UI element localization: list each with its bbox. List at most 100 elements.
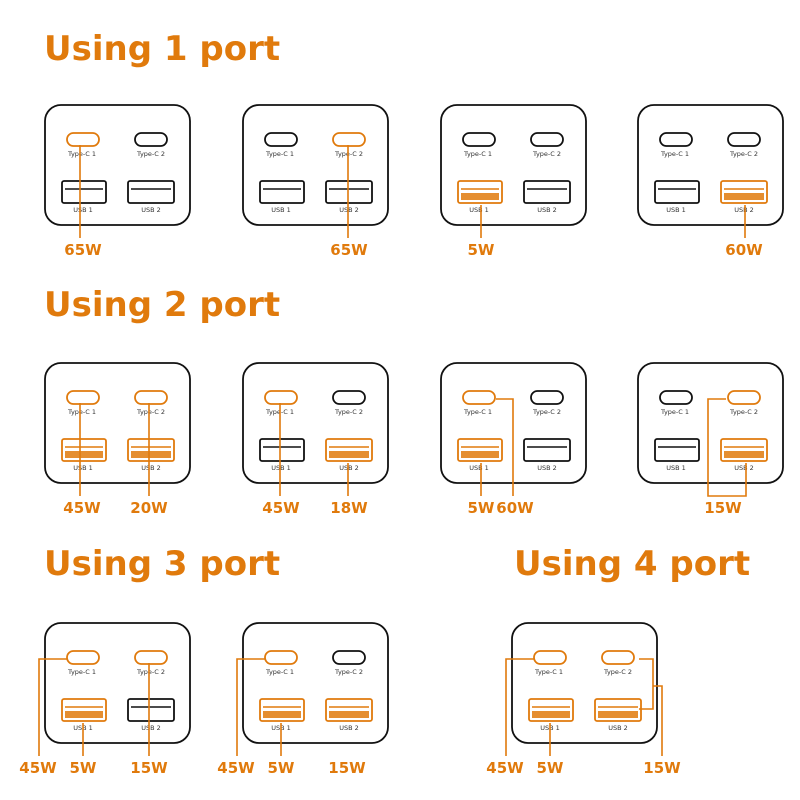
- usb-2-port-highlight: [329, 711, 369, 718]
- watt-label: 45W: [217, 759, 255, 777]
- watt-label: 45W: [486, 759, 524, 777]
- watt-label: 20W: [130, 499, 168, 517]
- type-c-2-label: Type-C 2: [532, 150, 561, 158]
- power-line: [236, 658, 265, 756]
- watt-label: 15W: [704, 499, 742, 517]
- usb-2-label: USB 2: [537, 464, 557, 472]
- power-line: [639, 658, 654, 710]
- watt-label: 45W: [19, 759, 57, 777]
- type-c-1-label: Type-C 1: [534, 668, 563, 676]
- type-c-1-port: [264, 132, 298, 147]
- usb-1-port-highlight: [65, 711, 103, 718]
- usb-2-label: USB 2: [339, 464, 359, 472]
- usb-1-port: [259, 180, 305, 204]
- watt-label: 60W: [496, 499, 534, 517]
- usb-2-label: USB 2: [608, 724, 628, 732]
- type-c-1-port: [462, 390, 496, 405]
- type-c-1-label: Type-C 1: [67, 668, 96, 676]
- watt-label: 15W: [328, 759, 366, 777]
- usb-1-label: USB 1: [469, 206, 489, 214]
- charger-body: [511, 622, 658, 744]
- type-c-2-port: [727, 132, 761, 147]
- type-c-1-port: [659, 132, 693, 147]
- type-c-2-label: Type-C 2: [136, 408, 165, 416]
- watt-label: 60W: [725, 241, 763, 259]
- usb-2-port: [523, 180, 571, 204]
- usb-1-port-highlight: [65, 451, 103, 458]
- watt-label: 15W: [130, 759, 168, 777]
- power-line: [653, 685, 663, 756]
- usb-1-port: [259, 438, 305, 462]
- type-c-1-label: Type-C 1: [67, 408, 96, 416]
- usb-2-port-highlight: [724, 193, 764, 200]
- type-c-2-label: Type-C 2: [334, 668, 363, 676]
- type-c-2-label: Type-C 2: [334, 408, 363, 416]
- usb-2-label: USB 2: [141, 464, 161, 472]
- type-c-2-port: [332, 650, 366, 665]
- usb-2-label: USB 2: [339, 724, 359, 732]
- power-line: [496, 398, 514, 496]
- type-c-2-port: [332, 132, 366, 147]
- usb-1-label: USB 1: [271, 464, 291, 472]
- usb-1-port-highlight: [263, 711, 301, 718]
- watt-label: 5W: [468, 241, 495, 259]
- type-c-2-port: [601, 650, 635, 665]
- type-c-1-port: [66, 132, 100, 147]
- type-c-1-label: Type-C 1: [265, 150, 294, 158]
- heading-one-port: Using 1 port: [44, 29, 281, 69]
- usb-2-label: USB 2: [734, 206, 754, 214]
- usb-1-label: USB 1: [666, 464, 686, 472]
- type-c-2-port: [134, 650, 168, 665]
- watt-label: 18W: [330, 499, 368, 517]
- charger-body: [44, 622, 191, 744]
- type-c-2-label: Type-C 2: [136, 150, 165, 158]
- usb-2-label: USB 2: [141, 724, 161, 732]
- usb-2-port-highlight: [724, 451, 764, 458]
- usb-1-label: USB 1: [666, 206, 686, 214]
- type-c-2-port: [727, 390, 761, 405]
- type-c-2-port: [134, 132, 168, 147]
- type-c-2-label: Type-C 2: [729, 150, 758, 158]
- type-c-2-port: [134, 390, 168, 405]
- type-c-2-port: [332, 390, 366, 405]
- type-c-2-label: Type-C 2: [136, 668, 165, 676]
- usb-2-label: USB 2: [734, 464, 754, 472]
- charger-body: [242, 104, 389, 226]
- type-c-2-label: Type-C 2: [729, 408, 758, 416]
- type-c-1-label: Type-C 1: [265, 668, 294, 676]
- usb-2-label: USB 2: [339, 206, 359, 214]
- charger-body: [44, 104, 191, 226]
- usb-1-port: [654, 438, 700, 462]
- charger-body: [242, 362, 389, 484]
- type-c-1-label: Type-C 1: [660, 408, 689, 416]
- charger-body: [637, 362, 784, 484]
- power-line: [38, 658, 67, 756]
- usb-1-label: USB 1: [73, 206, 93, 214]
- type-c-1-label: Type-C 1: [660, 150, 689, 158]
- charger-body: [440, 104, 587, 226]
- type-c-1-port: [659, 390, 693, 405]
- type-c-1-label: Type-C 1: [463, 408, 492, 416]
- usb-1-port-highlight: [461, 451, 499, 458]
- watt-label: 65W: [64, 241, 102, 259]
- type-c-2-port: [530, 132, 564, 147]
- usb-2-port-highlight: [598, 711, 638, 718]
- watt-label: 45W: [63, 499, 101, 517]
- usb-2-label: USB 2: [537, 206, 557, 214]
- watt-label: 5W: [70, 759, 97, 777]
- type-c-1-label: Type-C 1: [463, 150, 492, 158]
- watt-label: 5W: [268, 759, 295, 777]
- type-c-2-port: [530, 390, 564, 405]
- heading-four-port: Using 4 port: [514, 544, 751, 584]
- type-c-1-port: [264, 650, 298, 665]
- type-c-2-label: Type-C 2: [532, 408, 561, 416]
- usb-1-label: USB 1: [469, 464, 489, 472]
- type-c-1-port: [264, 390, 298, 405]
